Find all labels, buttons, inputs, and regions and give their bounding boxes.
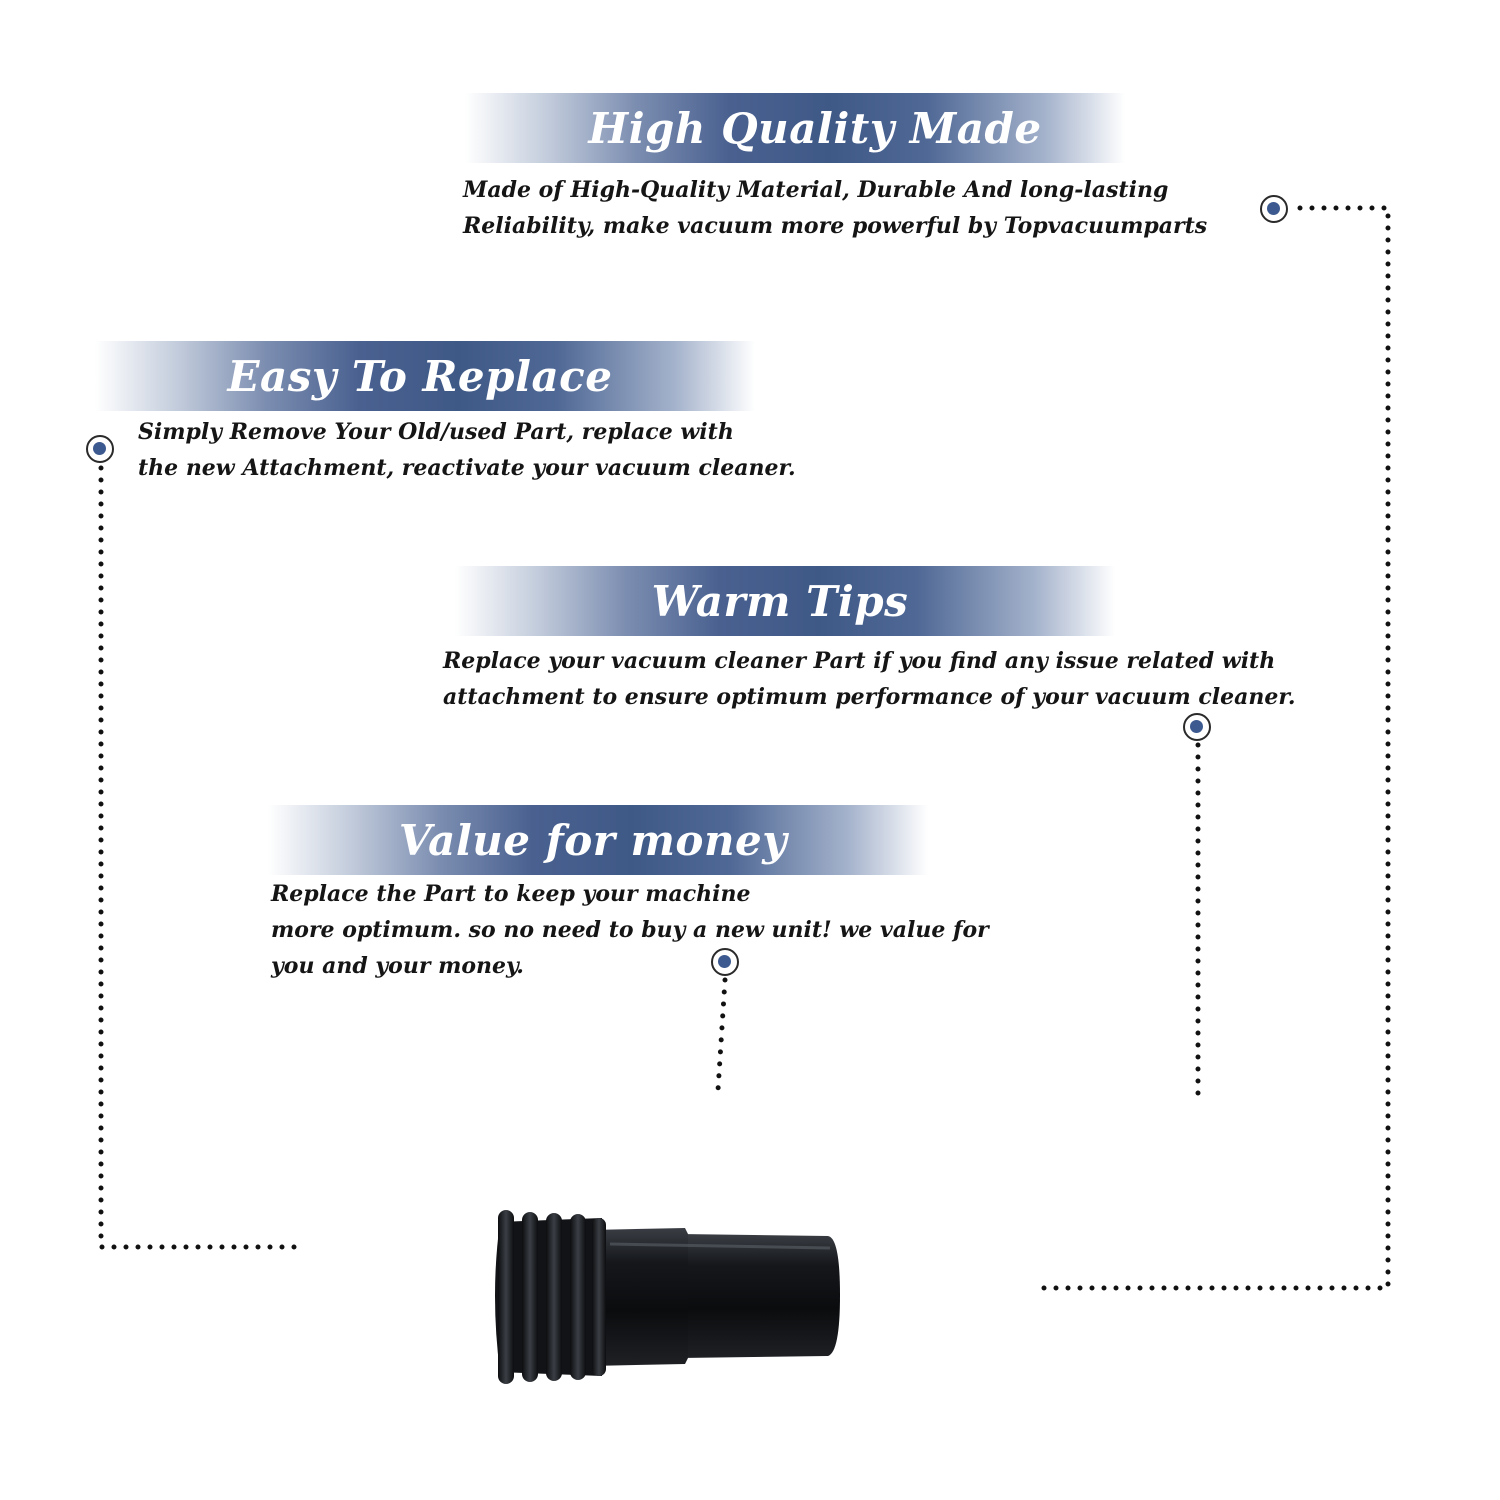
desc-line: Replace the Part to keep your machine xyxy=(271,881,751,907)
bullet-node-icon xyxy=(711,948,739,976)
vacuum-hose-adapter-image xyxy=(495,1210,840,1384)
connector-high-quality xyxy=(1037,205,1391,1291)
title-easy-replace: Easy To Replace xyxy=(227,351,613,401)
desc-line: Simply Remove Your Old/used Part, replac… xyxy=(138,419,734,445)
desc-warm-tips: Replace your vacuum cleaner Part if you … xyxy=(443,643,1296,715)
banner-warm-tips: Warm Tips xyxy=(455,566,1115,636)
banner-value-money: Value for money xyxy=(268,805,928,875)
connector-value-money xyxy=(715,977,728,1093)
bullet-node-icon xyxy=(1260,195,1288,223)
desc-line: you and your money. xyxy=(271,953,524,979)
bullet-node-icon xyxy=(86,435,114,463)
title-warm-tips: Warm Tips xyxy=(651,576,909,626)
desc-line: attachment to ensure optimum performance… xyxy=(443,684,1296,710)
desc-line: Reliability, make vacuum more powerful b… xyxy=(463,213,1208,239)
bullet-node-icon xyxy=(1183,713,1211,741)
banner-easy-replace: Easy To Replace xyxy=(95,341,755,411)
desc-value-money: Replace the Part to keep your machine mo… xyxy=(271,876,989,984)
desc-line: Made of High-Quality Material, Durable A… xyxy=(463,177,1169,203)
desc-line: more optimum. so no need to buy a new un… xyxy=(271,917,989,943)
connector-easy-replace xyxy=(98,465,298,1250)
desc-easy-replace: Simply Remove Your Old/used Part, replac… xyxy=(138,414,796,486)
desc-line: Replace your vacuum cleaner Part if you … xyxy=(443,648,1276,674)
title-value-money: Value for money xyxy=(398,815,788,865)
banner-high-quality: High Quality Made xyxy=(465,93,1125,163)
desc-high-quality: Made of High-Quality Material, Durable A… xyxy=(463,172,1207,244)
desc-line: the new Attachment, reactivate your vacu… xyxy=(138,455,796,481)
title-high-quality: High Quality Made xyxy=(588,103,1042,153)
